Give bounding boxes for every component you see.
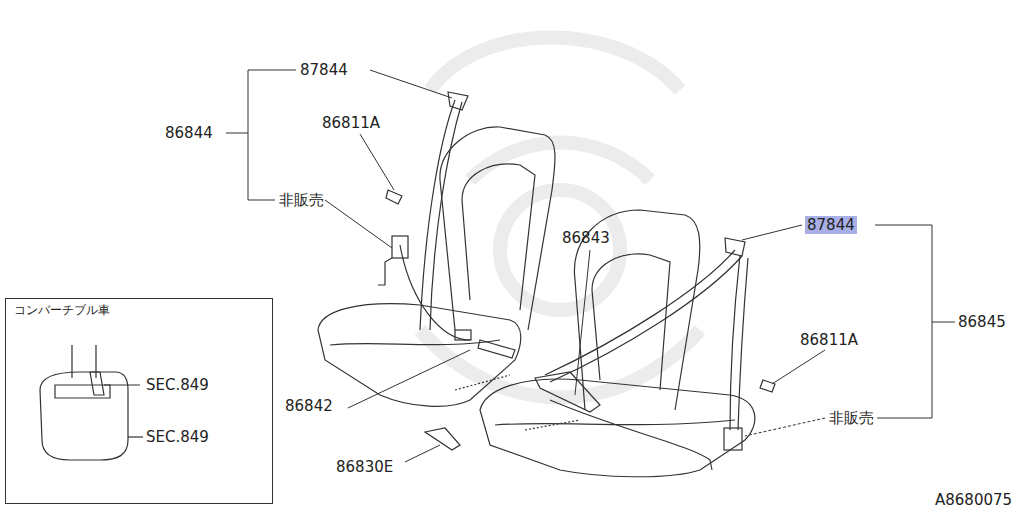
callout-number: 87844 <box>805 216 857 234</box>
callout-number: 86843 <box>562 229 610 247</box>
callout-number: 86842 <box>285 397 333 415</box>
section-reference: SEC.849 <box>146 376 209 394</box>
section-reference: SEC.849 <box>146 428 209 446</box>
diagram-id: A8680075 <box>935 491 1012 509</box>
callout-number: 86830E <box>336 458 393 476</box>
callout-number: 87844 <box>300 61 348 79</box>
inset-panel: コンバーチブル車 <box>5 298 273 504</box>
callout-number: 86811A <box>322 114 380 132</box>
note: 非販売 <box>829 409 874 427</box>
note: 非販売 <box>279 191 324 209</box>
inset-heading: コンバーチブル車 <box>14 303 272 317</box>
callout-number: 86844 <box>165 124 213 142</box>
callout-number: 86845 <box>958 313 1006 331</box>
callout-number: 86811A <box>800 331 858 349</box>
